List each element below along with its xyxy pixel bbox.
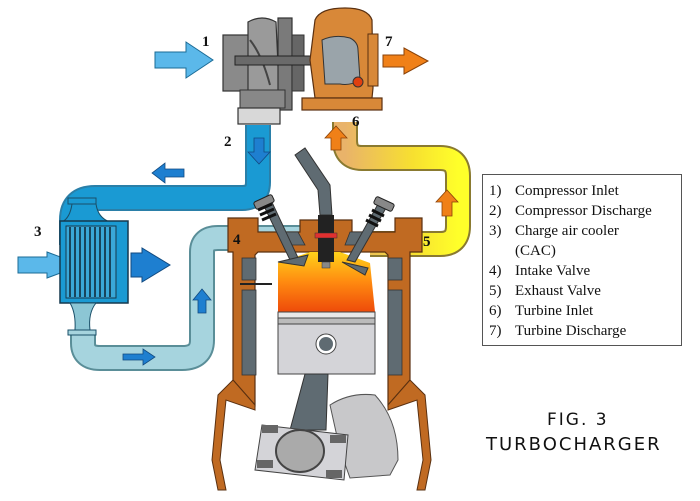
intake-air-pipe: [70, 225, 300, 371]
legend-item: 6) Turbine Inlet: [489, 301, 681, 321]
callout-5: 5: [423, 234, 431, 250]
piston: [277, 311, 376, 375]
legend-item: 1) Compressor Inlet: [489, 181, 681, 201]
turbine-housing: [301, 7, 383, 111]
legend-text: Compressor Inlet: [515, 183, 619, 199]
connecting-rod: [254, 373, 349, 481]
flow-arrow-turbine-discharge: [382, 47, 430, 75]
legend-text: Turbine Discharge: [515, 323, 627, 339]
legend-item: 3) Charge air cooler: [489, 221, 681, 241]
legend-item: (CAC): [489, 241, 681, 261]
fuel-injector: [294, 147, 338, 269]
figure-label: FIG. 3: [547, 410, 609, 430]
figure-title: TURBOCHARGER: [486, 434, 662, 455]
flow-arrow-turbine-inlet: [324, 125, 348, 151]
flow-arrow-intake-up: [192, 288, 212, 314]
legend-text: Turbine Inlet: [515, 303, 594, 319]
crank-counterweight: [329, 394, 399, 479]
legend-text: Exhaust Valve: [515, 283, 601, 299]
legend-text: Intake Valve: [515, 263, 591, 279]
legend-number: 1): [489, 183, 502, 199]
legend-text: Compressor Discharge: [515, 203, 652, 219]
legend-text: Charge air cooler: [515, 223, 619, 239]
exhaust-valve: [341, 196, 395, 276]
flow-arrow-compressor-discharge: [247, 137, 271, 165]
engine-cylinder-head: [211, 217, 432, 491]
legend-number: 5): [489, 283, 502, 299]
callout-3: 3: [34, 224, 42, 240]
intake-valve: [253, 194, 309, 267]
callout-7: 7: [385, 34, 393, 50]
legend-number: [489, 241, 515, 261]
legend-text: (CAC): [515, 243, 556, 259]
flow-arrow-cac-ambient-out: [130, 247, 171, 283]
legend-item: 5) Exhaust Valve: [489, 281, 681, 301]
legend-number: 2): [489, 203, 502, 219]
exhaust-pipe: [332, 122, 471, 257]
callout-1: 1: [202, 34, 210, 50]
flow-arrow-compressor-inlet: [154, 41, 214, 79]
callout-2: 2: [224, 134, 232, 150]
legend-number: 4): [489, 263, 502, 279]
legend: 1) Compressor Inlet 2) Compressor Discharg…: [482, 174, 682, 346]
legend-item: 4) Intake Valve: [489, 261, 681, 281]
flow-arrow-to-cac: [151, 162, 185, 184]
charge-air-cooler: [59, 197, 129, 336]
callout-6: 6: [352, 114, 360, 130]
flow-arrow-exhaust-up: [435, 189, 459, 217]
legend-item: 2) Compressor Discharge: [489, 201, 681, 221]
flow-arrow-intake-right: [122, 348, 156, 366]
legend-number: 3): [489, 223, 502, 239]
callout-4: 4: [233, 232, 241, 248]
legend-number: 7): [489, 323, 502, 339]
compressor-housing: [222, 17, 305, 125]
legend-item: 7) Turbine Discharge: [489, 321, 681, 341]
legend-number: 6): [489, 303, 502, 319]
